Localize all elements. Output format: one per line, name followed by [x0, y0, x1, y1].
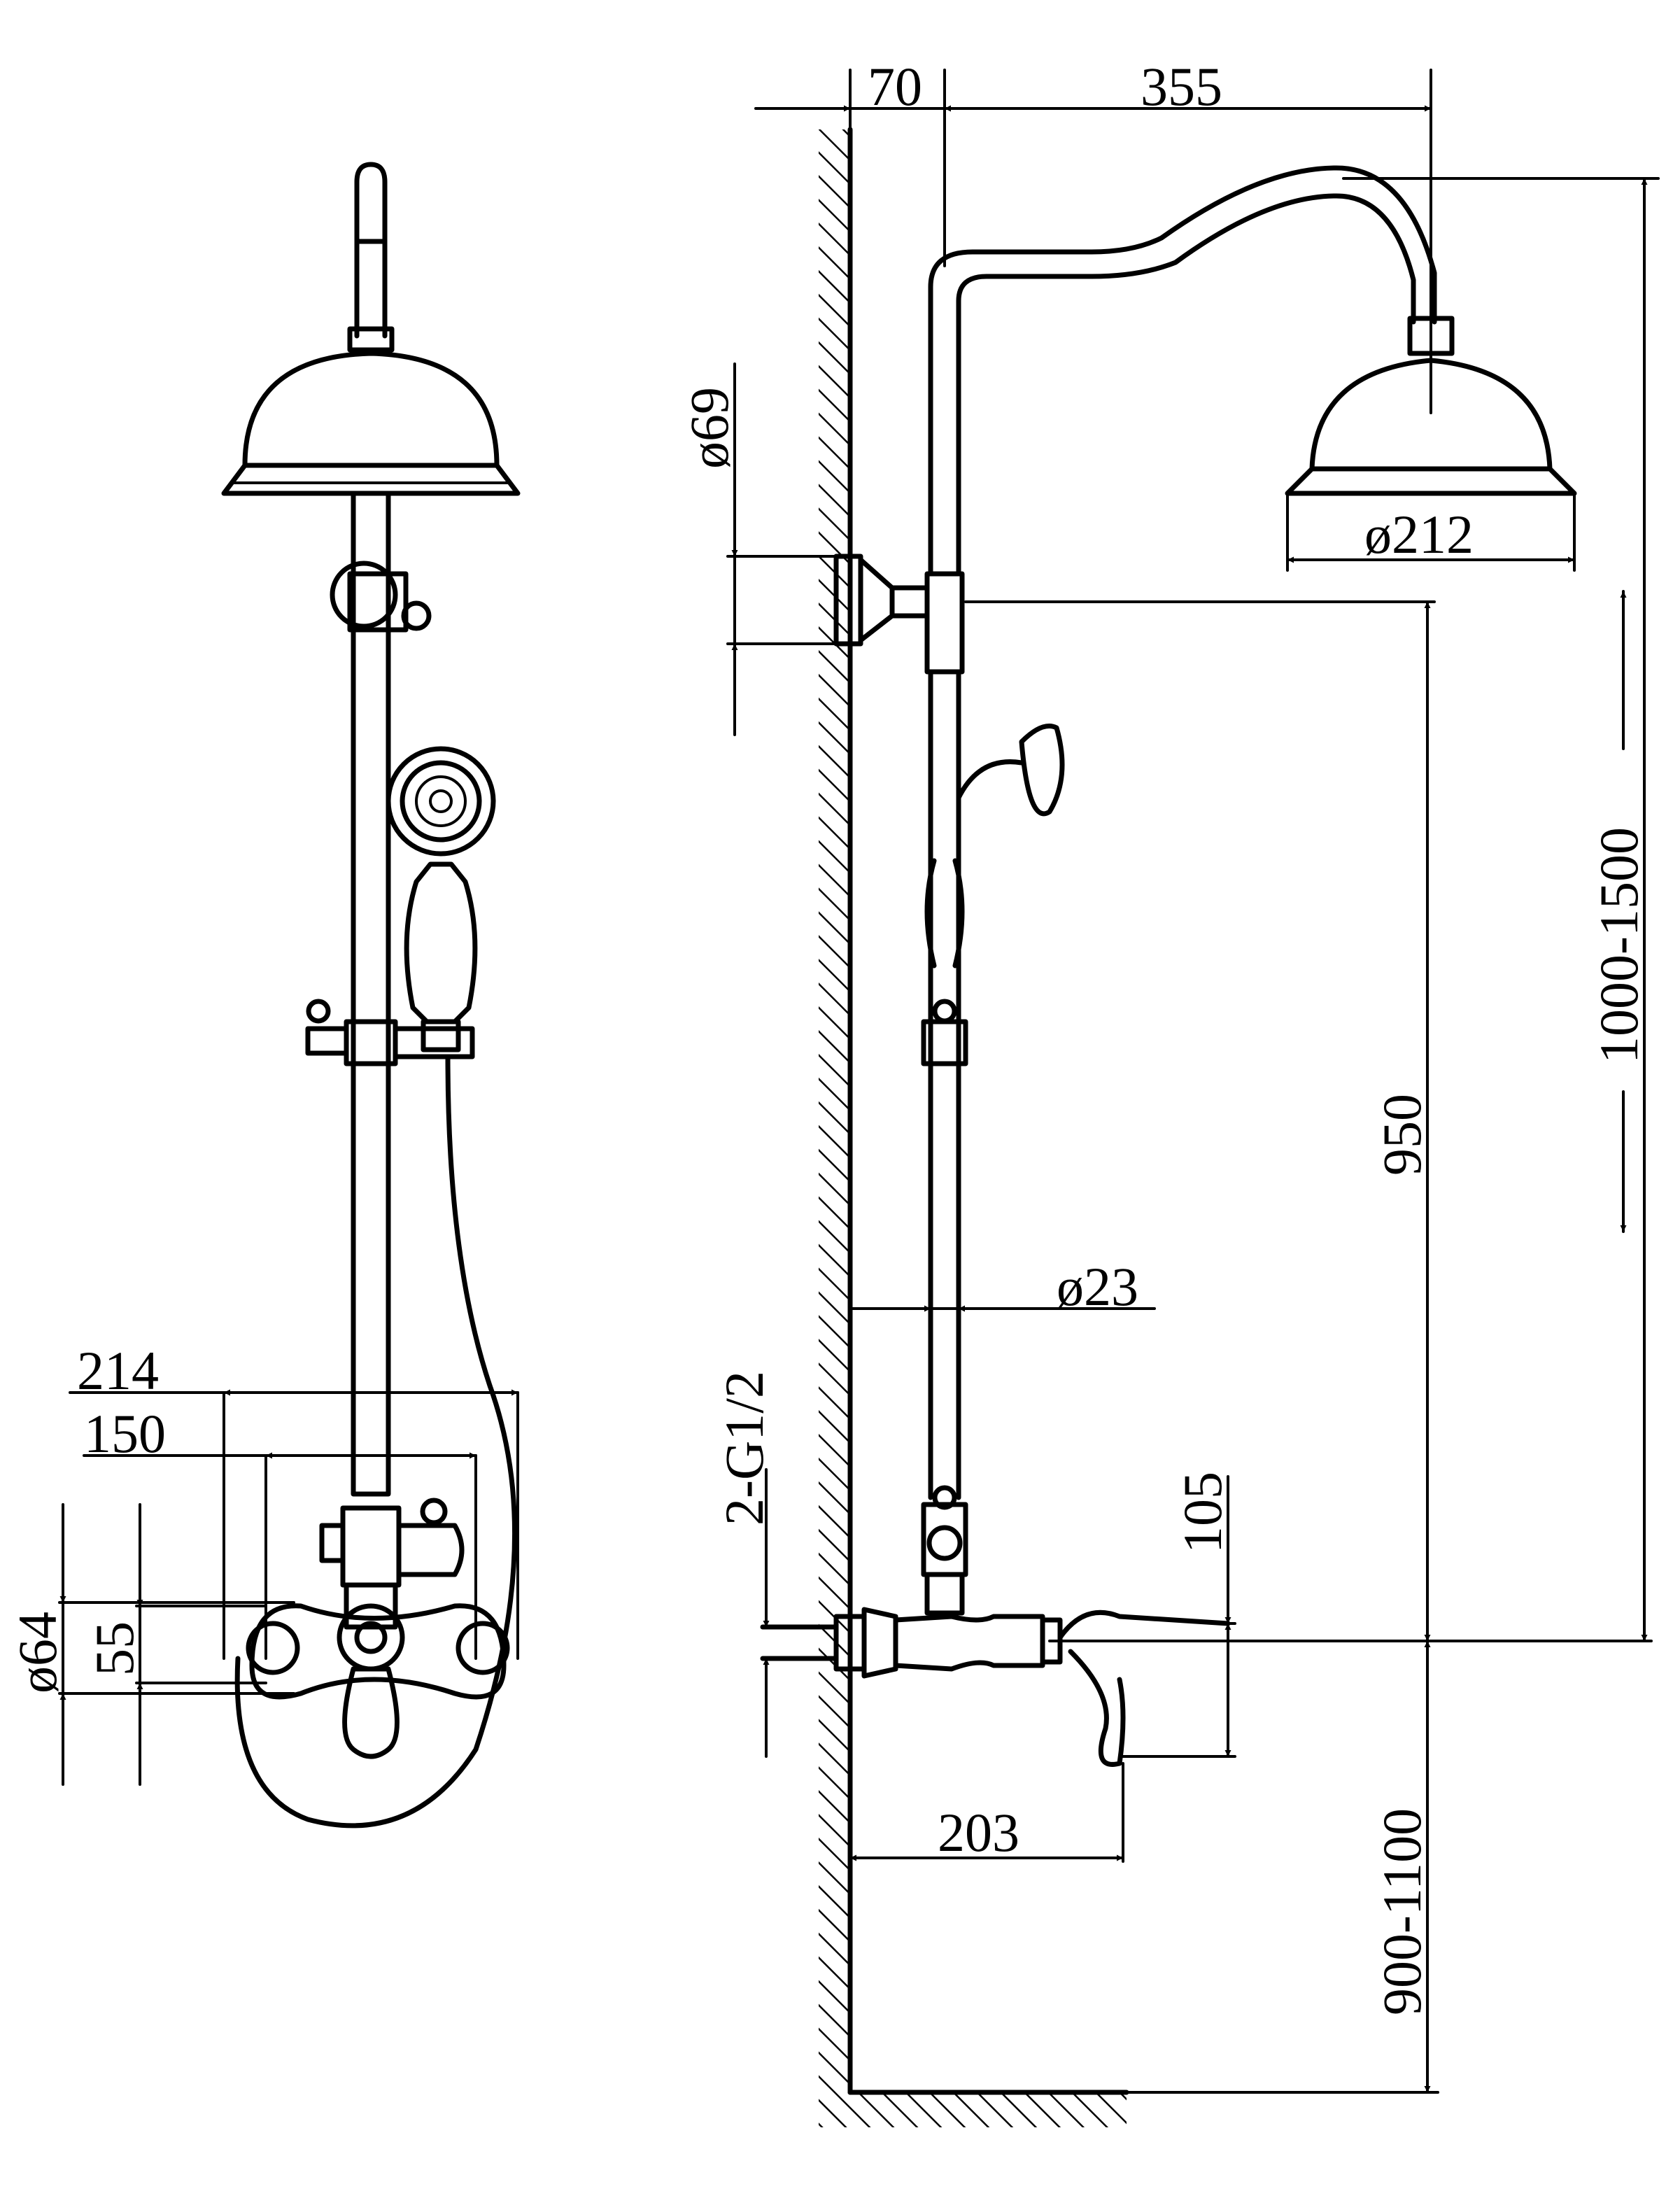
front-view: 214 150 ø64 55 — [7, 162, 521, 1829]
dim-spout-drop: 105 — [1172, 1472, 1233, 1554]
dim-mount-width: 150 — [84, 1403, 166, 1464]
dim-pipe-dia: ø23 — [1057, 1256, 1138, 1317]
dim-total-height: 1000-1500 — [1588, 827, 1649, 1064]
dim-head-dia: ø212 — [1364, 504, 1474, 565]
front-diverter-knob — [396, 1523, 465, 1577]
front-bracket-screw — [401, 600, 432, 631]
front-mixer-lever — [342, 1666, 400, 1759]
dim-wall-offset: 70 — [868, 56, 922, 117]
front-hand-shower-handle — [404, 861, 478, 1024]
front-arm — [354, 162, 388, 339]
side-bracket-clamp — [924, 571, 965, 675]
side-view: 70 355 ø69 ø212 ø23 2-G1/2 105 203 — [679, 56, 1660, 2127]
front-mixer-knob — [337, 1603, 405, 1672]
dim-flange-dia: ø64 — [7, 1612, 68, 1693]
side-hand-shower-hose — [956, 759, 1024, 801]
dim-inlet: 2-G1/2 — [714, 1371, 775, 1526]
front-mixer-body — [249, 1603, 507, 1700]
side-shower-head-rim — [1285, 466, 1577, 496]
front-slide-knob — [305, 1026, 349, 1056]
front-handle-collar — [421, 1019, 461, 1052]
front-hose — [234, 1054, 518, 1829]
front-shower-head-rim — [221, 463, 521, 496]
side-hand-shower-head — [1019, 724, 1065, 817]
side-overhead-arm — [928, 165, 1437, 577]
front-wall-bracket — [330, 561, 398, 629]
front-hand-shower-head — [386, 746, 496, 857]
front-riser-pipe — [351, 491, 391, 1497]
dim-head-width: 214 — [77, 1340, 159, 1401]
front-diverter — [340, 1505, 402, 1588]
side-hand-shower-handle — [924, 858, 965, 968]
dim-arm-reach: 355 — [1141, 56, 1222, 117]
dim-riser-height: 950 — [1371, 1094, 1432, 1176]
floor-hatch — [850, 2092, 1127, 2127]
front-shower-head — [242, 351, 500, 468]
side-bracket-cone — [858, 557, 895, 643]
dim-bracket-dia: ø69 — [679, 387, 740, 469]
side-spout — [1057, 1609, 1231, 1767]
dim-floor-height: 900-1100 — [1371, 1808, 1432, 2015]
dim-spout-reach: 203 — [938, 1802, 1019, 1863]
front-arm-nut — [347, 326, 395, 353]
side-mixer-body — [893, 1614, 1045, 1672]
dim-flange-height: 55 — [84, 1621, 145, 1676]
front-bracket-clamp — [347, 571, 409, 633]
wall-hatch — [819, 129, 850, 2127]
